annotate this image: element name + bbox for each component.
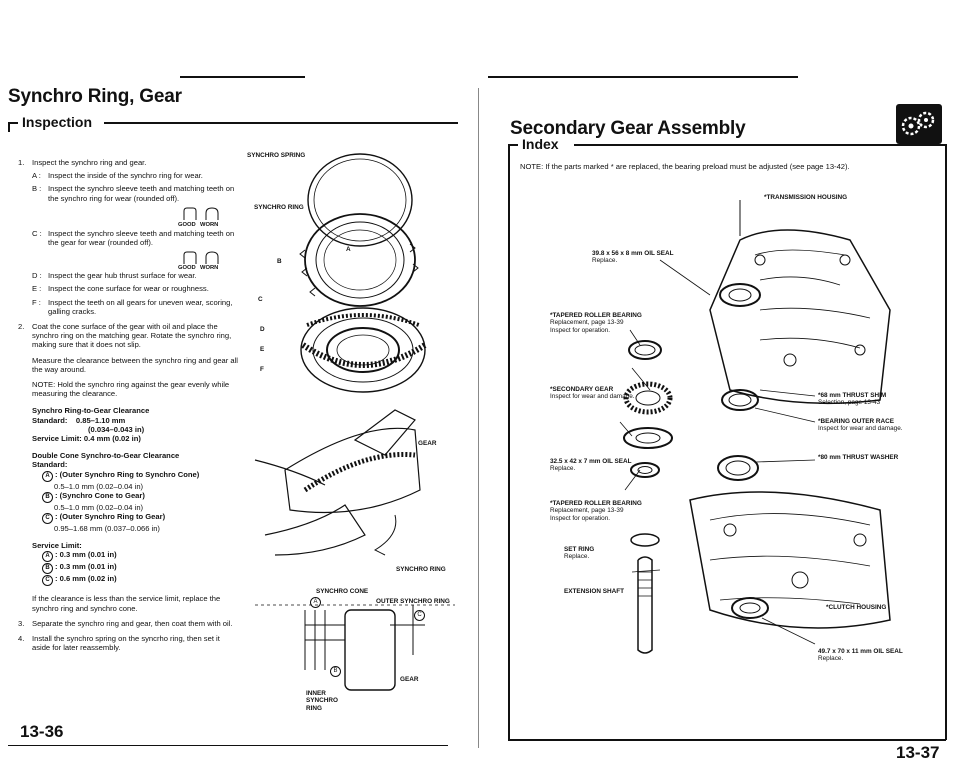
item-d: D : Inspect the gear hub thrust surface …: [32, 271, 197, 281]
label-transmission-housing: *TRANSMISSION HOUSING: [764, 194, 848, 201]
label-d: D: [260, 326, 265, 333]
label-a: A: [346, 246, 351, 253]
worn-label-2: WORN: [200, 265, 219, 272]
limit-note: If the clearance is less than the servic…: [32, 594, 221, 613]
label-b: B: [277, 258, 282, 265]
item-f: F : Inspect the teeth on all gears for u…: [32, 297, 233, 316]
label-bearing-outer-race: *BEARING OUTER RACE Inspect for wear and…: [818, 418, 903, 433]
inspection-text: 1. Inspect the synchro ring and gear. A …: [18, 158, 238, 657]
service-limit: Service Limit: A: 0.3 mm (0.01 in) B: 0.…: [32, 541, 238, 587]
label-secondary-gear: *SECONDARY GEAR Inspect for wear and dam…: [550, 386, 635, 401]
left-stack-parts: [623, 340, 673, 654]
label-f: F: [260, 366, 264, 373]
label-oil-seal-bottom: 49.7 x 70 x 11 mm OIL SEAL Replace.: [818, 648, 903, 663]
diagram-circle-a-icon: A: [310, 597, 321, 608]
label-set-ring: SET RING Replace.: [564, 546, 595, 561]
good-label-1: GOOD: [178, 221, 196, 228]
label-synchro-spring: SYNCHRO SPRING: [247, 152, 306, 159]
page-number-right: 13-37: [896, 743, 940, 762]
feeler-gauge-drawing: [254, 409, 421, 556]
frame-left: [508, 144, 510, 740]
subtitle-vrule-left: [8, 122, 10, 132]
transmission-section-icon: [896, 104, 942, 144]
spec-double-cone: Double Cone Synchro-to-Gear Clearance St…: [32, 451, 200, 534]
gear-drawing: [300, 307, 427, 393]
label-clutch-housing: *CLUTCH HOUSING: [826, 604, 887, 611]
tooth-wear-icon: [183, 251, 219, 265]
item-e: E : Inspect the cone surface for wear or…: [32, 284, 209, 294]
worn-label-1: WORN: [200, 221, 219, 228]
subtitle-rule-left-b: [104, 122, 458, 124]
label-synchro-cone: SYNCHRO CONE: [316, 588, 369, 595]
label-e: E: [260, 346, 265, 353]
secondary-gear-assembly-drawing: [619, 200, 891, 654]
index-note: NOTE: If the parts marked * are replaced…: [520, 162, 850, 171]
spec-ring-to-gear: Synchro Ring-to-Gear Clearance Standard:…: [32, 406, 150, 444]
top-rule-right: [488, 76, 798, 78]
item-b: B : Inspect the synchro sleeve teeth and…: [32, 184, 235, 203]
label-oil-seal-mid: 32.5 x 42 x 7 mm OIL SEAL Replace.: [550, 458, 632, 473]
diagram-circle-b-icon: B: [330, 666, 341, 677]
page-title-right: Secondary Gear Assembly: [510, 118, 746, 139]
subtitle-rule-right-b: [574, 144, 946, 146]
measure-text: Measure the clearance between the synchr…: [32, 355, 238, 374]
circle-c-icon: C: [42, 575, 53, 587]
top-rule-left: [180, 76, 305, 78]
item-c: C : Inspect the synchro sleeve teeth and…: [32, 228, 235, 248]
frame-right: [945, 144, 947, 740]
step-4: 4. Install the synchro spring on the syn…: [18, 634, 220, 653]
label-c: C: [258, 296, 263, 303]
section-subtitle-inspection: Inspection: [22, 114, 93, 130]
tooth-wear-icon: [183, 207, 219, 220]
leader-lines: [619, 259, 816, 645]
frame-bottom: [508, 739, 946, 741]
circle-c-icon: C: [42, 513, 53, 525]
label-thrust-washer: *80 mm THRUST WASHER: [818, 454, 899, 461]
page-title-left: Synchro Ring, Gear: [8, 86, 182, 107]
label-tapered-bearing-bottom: *TAPERED ROLLER BEARING Replacement, pag…: [550, 500, 642, 522]
right-stack-parts: [689, 283, 891, 629]
circle-b-icon: B: [42, 491, 53, 503]
good-worn-row-1: GOOD WORN: [18, 207, 238, 229]
step-2: 2. Coat the cone surface of the gear wit…: [18, 322, 232, 350]
step-1: 1. Inspect the synchro ring and gear.: [18, 158, 147, 167]
subtitle-rule-left-a: [8, 122, 18, 124]
circle-a-icon: A: [42, 551, 53, 563]
note-text: NOTE: Hold the synchro ring against the …: [32, 380, 230, 399]
synchro-ring-drawing: [299, 153, 419, 307]
label-tapered-bearing-top: *TAPERED ROLLER BEARING Replacement, pag…: [550, 312, 642, 334]
page-spine: [478, 88, 479, 748]
label-synchro-ring-top: SYNCHRO RING: [254, 204, 304, 211]
synchro-illustrations: [254, 153, 455, 691]
bottom-rule-left: [8, 745, 448, 746]
section-subtitle-index: Index: [522, 136, 559, 152]
good-worn-row-2: GOOD WORN: [18, 251, 238, 271]
label-gear: GEAR: [418, 440, 437, 447]
label-outer-synchro-ring: OUTER SYNCHRO RING: [376, 598, 450, 605]
label-oil-seal-top: 39.8 x 56 x 8 mm OIL SEAL Replace.: [592, 250, 674, 265]
page-number-left: 13-36: [20, 722, 64, 741]
circle-b-icon: B: [42, 563, 53, 575]
label-synchro-ring-mid: SYNCHRO RING: [396, 566, 446, 573]
label-thrust-shim: *68 mm THRUST SHIM Selection, page 13-43: [818, 392, 887, 407]
label-gear-bottom: GEAR: [400, 676, 419, 683]
double-cone-section-drawing: [255, 604, 455, 691]
label-inner-synchro-ring: INNER SYNCHRO RING: [306, 690, 338, 712]
step-3: 3. Separate the synchro ring and gear, t…: [18, 618, 233, 628]
subtitle-rule-right-a: [508, 144, 518, 146]
good-label-2: GOOD: [178, 265, 196, 272]
circle-a-icon: A: [42, 470, 53, 482]
item-a: A : Inspect the inside of the synchro ri…: [32, 171, 203, 181]
label-extension-shaft: EXTENSION SHAFT: [564, 588, 625, 595]
diagram-circle-c-icon: C: [414, 610, 425, 621]
